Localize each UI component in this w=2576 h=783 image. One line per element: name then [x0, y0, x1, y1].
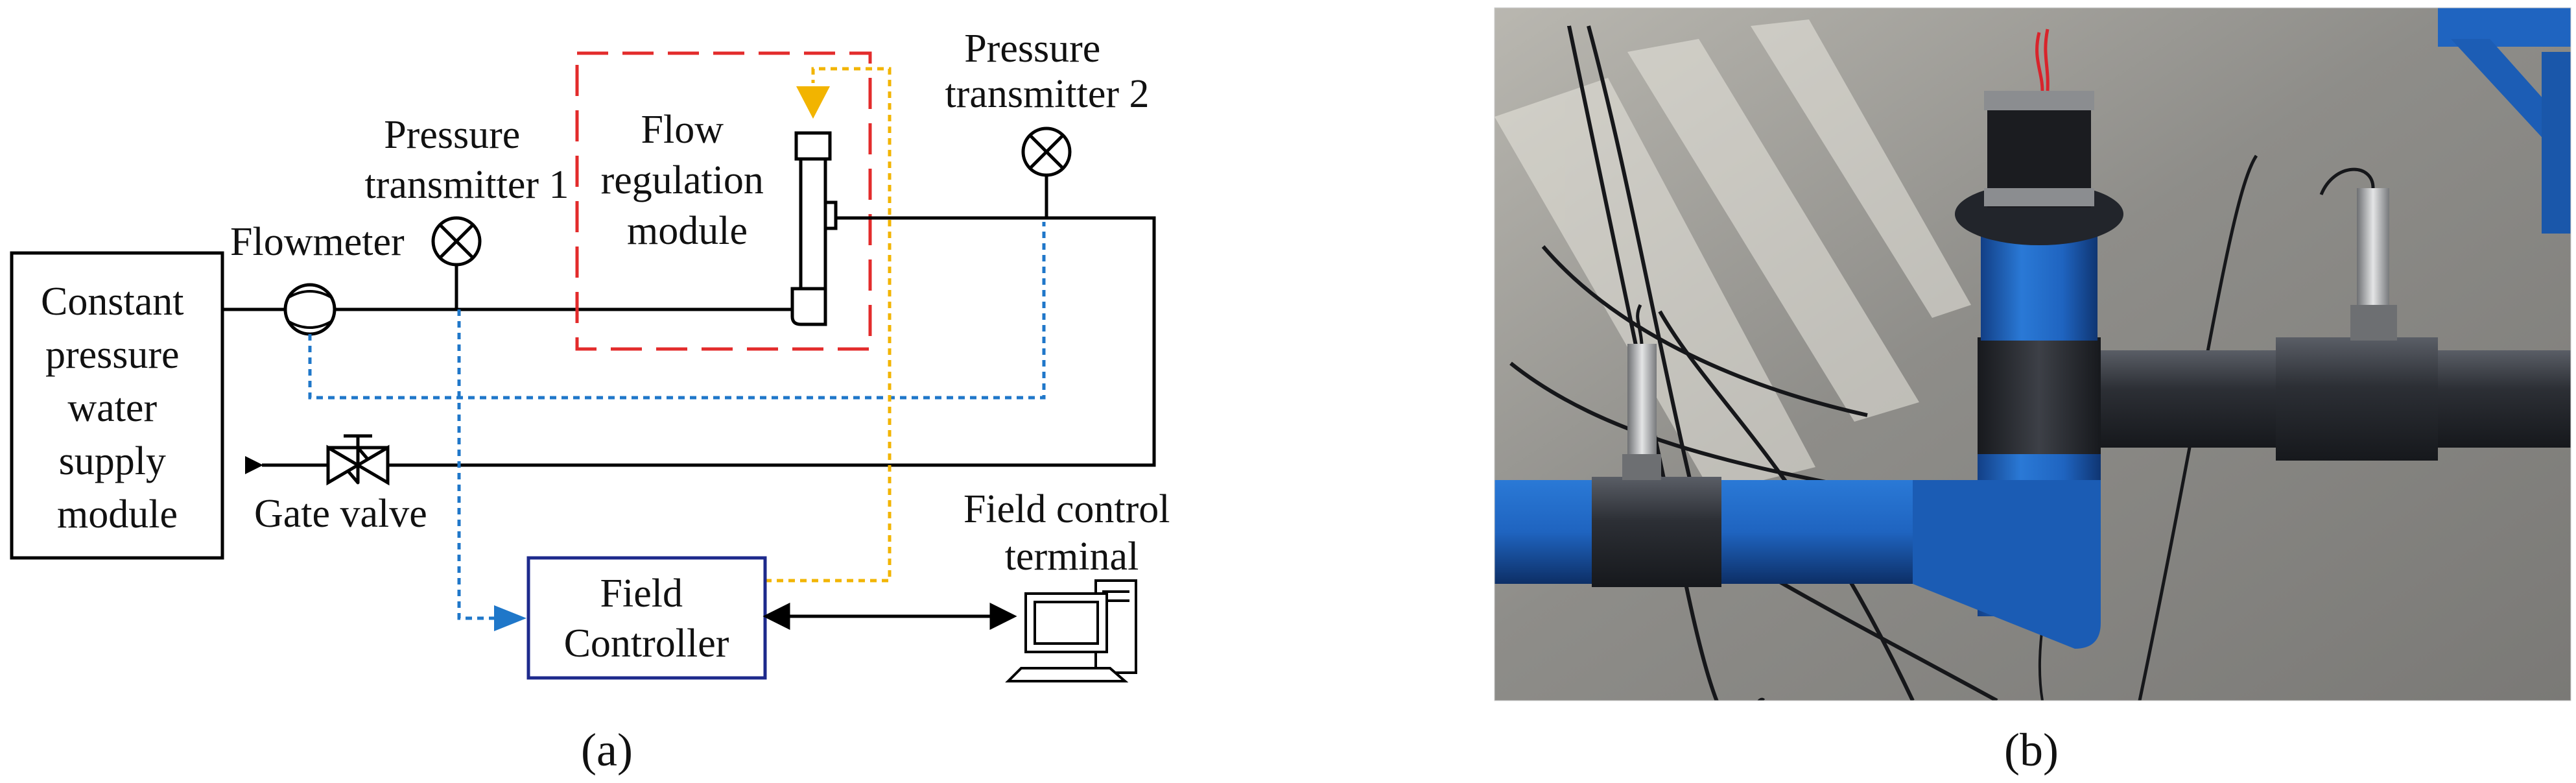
flow-regulation-module-label: Flow regulation module	[601, 108, 774, 253]
control-signal-arrowhead	[796, 86, 830, 119]
pressure-transmitter-2-label: Pressure transmitter 2	[945, 27, 1149, 116]
panel-a-caption: (a)	[581, 724, 633, 776]
pressure-signal-line	[457, 309, 499, 620]
gate-valve-label: Gate valve	[254, 492, 427, 536]
background-pipes	[2438, 8, 2571, 234]
pressure-sensor-right	[2319, 167, 2397, 341]
pressure-sensor-left	[1622, 304, 1661, 480]
black-sleeve-left	[1592, 477, 1721, 587]
black-tee	[1978, 337, 2101, 461]
motor-flange	[1984, 188, 2094, 206]
computer-terminal-icon	[1005, 579, 1137, 682]
panel-a-schematic: Constant pressure water supply module Fl…	[10, 27, 1180, 776]
supply-module-label: Constant pressure water supply module	[41, 280, 194, 536]
sunlight-streaks	[1495, 19, 1971, 493]
motor-endcap	[1984, 91, 2094, 110]
supply-module-box	[10, 251, 224, 560]
flow-regulation-module-box	[575, 51, 872, 351]
black-pipe-coupling	[2276, 337, 2438, 461]
field-controller-label: Field Controller	[564, 572, 729, 666]
field-control-terminal-label: Field control terminal	[963, 487, 1180, 579]
blue-pipe-vertical-upper	[1981, 227, 2097, 341]
field-controller-box	[526, 556, 767, 680]
motor-wires	[2035, 29, 2050, 91]
pressure-transmitter-2-icon	[1021, 126, 1072, 218]
blue-elbow	[1913, 480, 2101, 649]
control-signal-line	[765, 67, 892, 583]
panel-b-caption: (b)	[2004, 724, 2059, 776]
regulation-valve-body	[790, 131, 838, 326]
pressure-transmitter-1-icon	[431, 216, 482, 309]
panel-b-photo: (b)	[1494, 7, 2571, 776]
pressure-transmitter-1-label: Pressure transmitter 1	[364, 113, 569, 207]
flowmeter-label: Flowmeter	[230, 220, 405, 264]
return-pipe	[245, 216, 1156, 474]
controller-terminal-link	[762, 602, 1017, 631]
gate-valve-icon	[326, 434, 390, 486]
flowmeter-icon	[283, 283, 337, 336]
photo-frame	[1494, 7, 2571, 701]
pressure-signal-arrowhead	[494, 605, 526, 631]
